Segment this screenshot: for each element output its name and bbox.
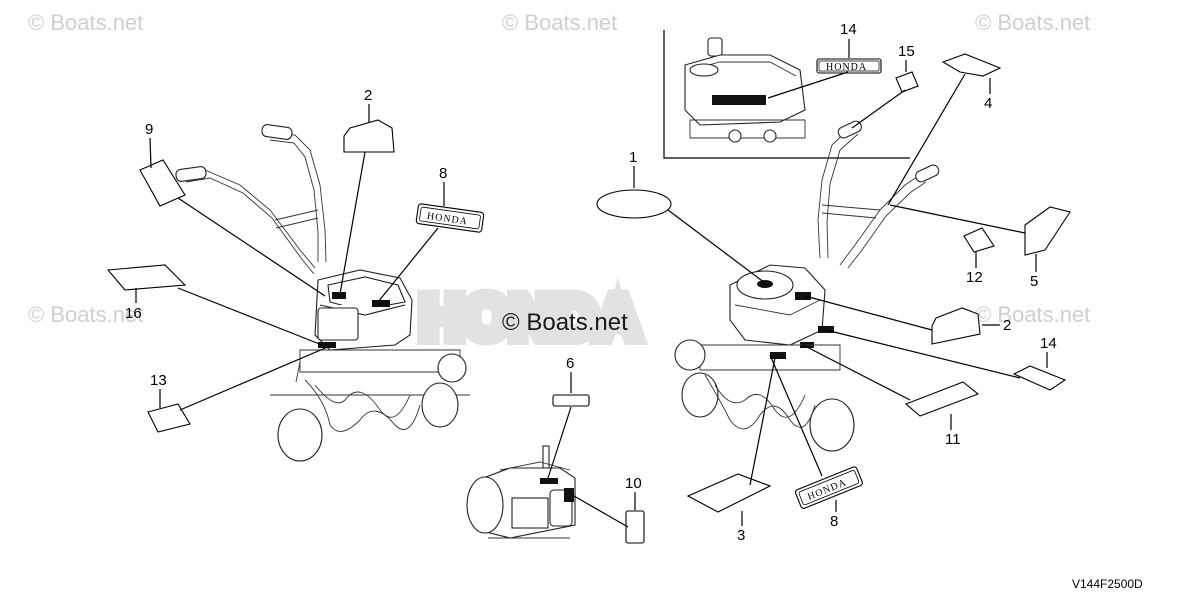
inset-label (712, 95, 766, 105)
part-9-label (904, 381, 980, 417)
callout-9: 11 (945, 431, 961, 448)
part-1-label (596, 189, 672, 219)
part-2-label-left (343, 119, 395, 153)
part-12-label (963, 227, 995, 253)
callout-15: 15 (898, 43, 915, 60)
right-parts: 1 15 4 12 5 2 14 11 (596, 43, 1071, 544)
background-logo-watermark: HONDA (413, 277, 647, 358)
part-3-label (686, 473, 772, 513)
part-5-label (1024, 206, 1071, 256)
part-11-label (147, 403, 191, 433)
callout-5: 5 (1030, 273, 1038, 290)
callout-12: 12 (966, 269, 983, 286)
bottom-engine-illustration: 6 10 (466, 355, 645, 544)
part-8-honda-emblem-right: HONDA (794, 466, 863, 509)
right-label-frame-a (818, 326, 834, 333)
left-tiller-illustration (175, 124, 470, 462)
callout-8-right: 8 (830, 513, 838, 530)
watermark-center: © Boats.net (502, 309, 628, 336)
right-label-oval (757, 280, 773, 288)
bottom-engine-label-b (564, 488, 574, 502)
watermark-top-center: © Boats.net (502, 10, 617, 35)
part-15-label (895, 71, 919, 93)
left-label-top-a (332, 292, 346, 299)
part-8-honda-emblem-left: HONDA (415, 203, 485, 233)
callout-4: 4 (984, 95, 992, 112)
left-label-frame (318, 342, 336, 348)
part-10-label (625, 510, 645, 544)
part-6-label (139, 159, 186, 207)
watermarks: © Boats.net © Boats.net © Boats.net © Bo… (28, 10, 1090, 336)
callout-8-left: 8 (439, 165, 447, 182)
part-7-label (552, 394, 590, 407)
watermark-mid-left: © Boats.net (28, 302, 143, 327)
part-16-label (106, 264, 187, 291)
callout-10: 10 (625, 475, 642, 492)
callout-2-right: 2 (1003, 317, 1011, 334)
diagram-code: V144F2500D (1072, 577, 1143, 591)
callout-2-left: 2 (364, 87, 372, 104)
watermark-top-left: © Boats.net (28, 10, 143, 35)
svg-text:HONDA: HONDA (420, 284, 640, 351)
right-label-top (795, 292, 811, 300)
honda-text-inset: HONDA (826, 62, 867, 73)
left-label-top-b (372, 300, 390, 307)
callout-13: 14 (840, 21, 857, 38)
callout-11: 13 (150, 372, 167, 389)
part-2-label-right (931, 307, 981, 345)
left-parts: HONDA 9 2 8 16 13 (106, 87, 485, 433)
part-4-label (941, 53, 1002, 77)
callout-3: 3 (737, 527, 745, 544)
callout-6: 9 (145, 121, 153, 138)
watermark-top-right: © Boats.net (975, 10, 1090, 35)
engine-inset: HONDA 14 (663, 21, 910, 159)
callout-14: 14 (1040, 335, 1057, 352)
callout-7: 6 (566, 355, 574, 372)
right-tiller-illustration (674, 120, 940, 452)
bottom-engine-label-a (540, 478, 558, 484)
callout-1: 1 (629, 149, 637, 166)
watermark-mid-right: © Boats.net (975, 302, 1090, 327)
part-13-honda-emblem: HONDA (816, 58, 882, 74)
callout-16: 16 (125, 305, 142, 322)
part-14-label (1012, 365, 1067, 391)
right-label-frame-c (770, 352, 786, 359)
